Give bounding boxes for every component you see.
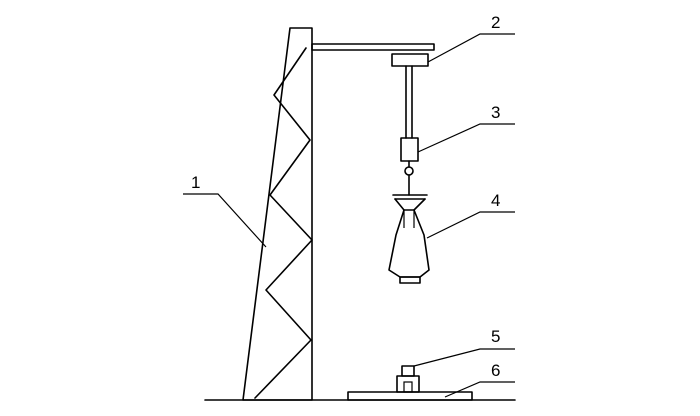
leader-2	[427, 33, 515, 63]
label-3: 3	[491, 103, 500, 122]
leader-4	[426, 211, 515, 239]
tower-outline	[242, 27, 313, 401]
leader-6	[444, 381, 515, 398]
vessel-base	[399, 276, 421, 284]
fixture-slot	[403, 381, 413, 393]
tower-bracing	[254, 47, 313, 399]
label-1: 1	[191, 173, 200, 192]
fixture-cap	[401, 365, 415, 377]
trolley-block	[391, 53, 429, 67]
hook-block	[400, 137, 419, 162]
label-4: 4	[491, 191, 500, 210]
fixture	[396, 365, 420, 393]
label-6: 6	[491, 361, 500, 380]
leader-5	[413, 348, 515, 367]
hanging-vessel	[388, 194, 430, 284]
leader-lines	[183, 33, 515, 398]
label-5: 5	[491, 327, 500, 346]
vessel-body	[388, 209, 430, 278]
leader-3	[417, 123, 515, 153]
jib-arm	[311, 43, 435, 51]
leader-1	[183, 193, 267, 248]
label-2: 2	[491, 13, 500, 32]
hook-ring	[404, 166, 414, 176]
vessel-funnel	[394, 198, 426, 211]
tower	[242, 27, 313, 401]
hoist-cable	[405, 65, 413, 139]
fixture-body	[396, 375, 420, 393]
